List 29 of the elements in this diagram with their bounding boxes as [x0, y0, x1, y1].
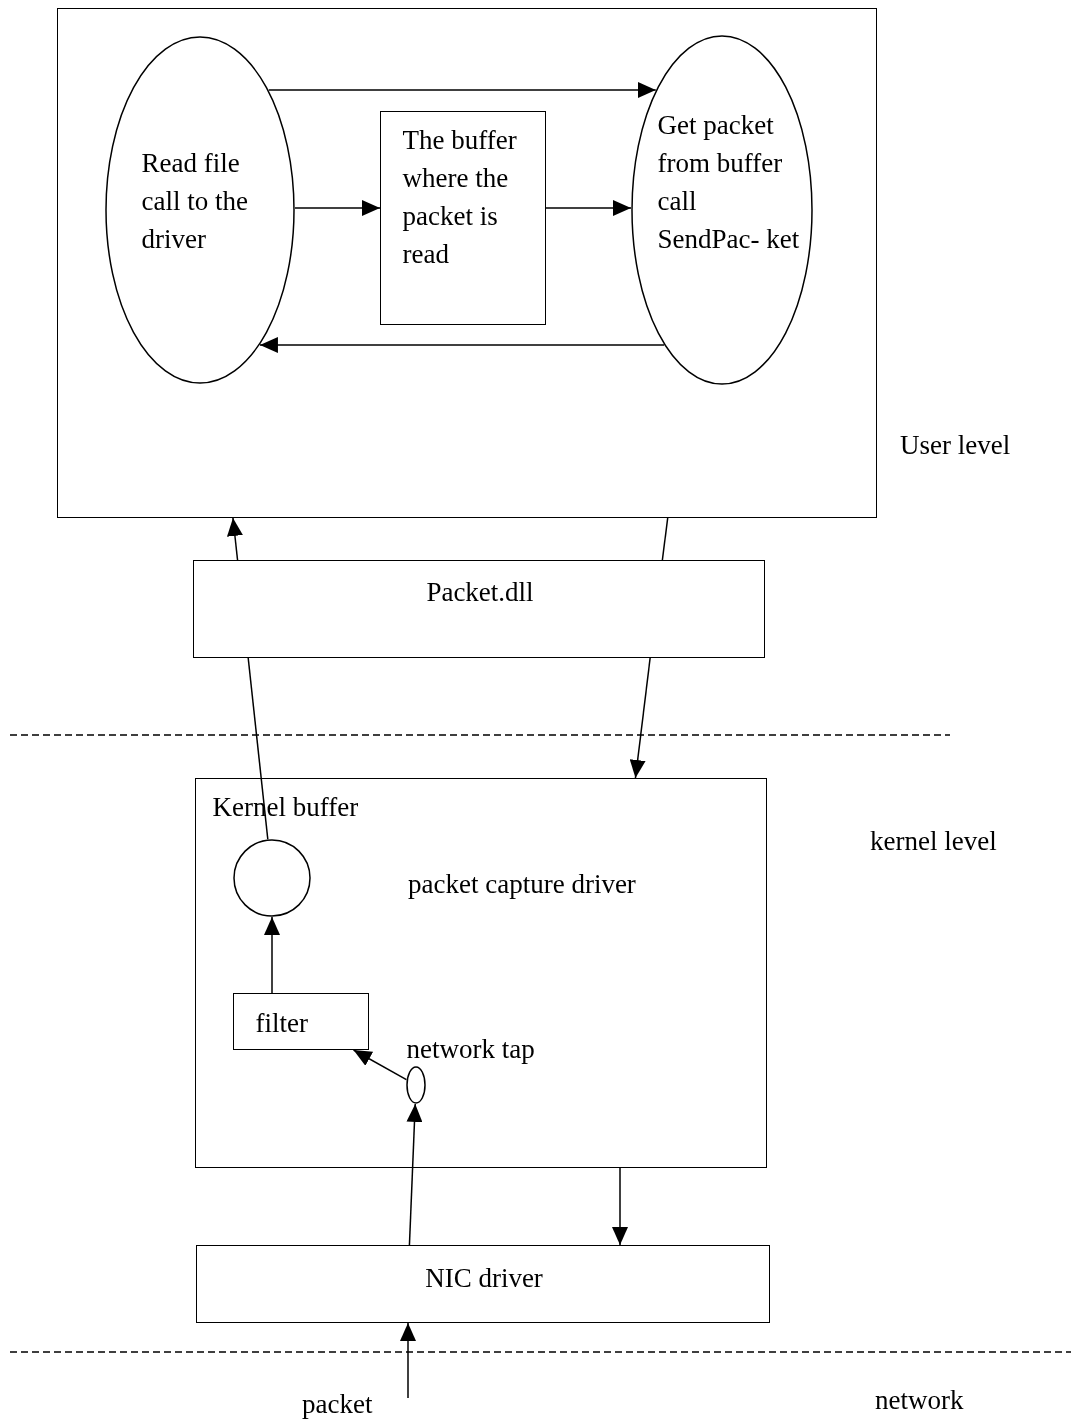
node-text: packet — [302, 1388, 374, 1421]
arrow — [406, 1103, 423, 1246]
node-caption: network tap — [406, 1032, 535, 1066]
layer-label: User level — [900, 430, 1011, 461]
library-box — [193, 560, 765, 658]
node-text: Packet.dll — [425, 576, 535, 609]
arrow — [294, 200, 381, 216]
node-text: packet capture driver — [408, 868, 637, 901]
arrow — [226, 517, 243, 561]
node-text: The buffer where the packet is read — [402, 123, 518, 271]
arrow — [264, 916, 280, 994]
arrow — [545, 200, 632, 216]
arrow — [259, 337, 665, 353]
node-text: filter — [255, 1006, 309, 1040]
node-text: Get packet from buffer call SendPac- ket — [657, 108, 801, 256]
arrow — [612, 1167, 628, 1246]
layer-label: network — [875, 1385, 964, 1416]
driver-box — [196, 1245, 770, 1323]
node-text: Read file call to the driver — [141, 146, 249, 256]
buffer-box — [379, 110, 546, 325]
arrow — [268, 82, 657, 98]
arrow — [400, 1322, 416, 1399]
arrow — [629, 657, 651, 779]
layer-label: kernel level — [870, 826, 997, 857]
user-level-panel — [57, 8, 877, 518]
node-text: NIC driver — [424, 1262, 544, 1295]
arrow — [352, 1049, 408, 1081]
filter-box — [232, 992, 369, 1050]
driver-panel — [195, 778, 767, 1168]
